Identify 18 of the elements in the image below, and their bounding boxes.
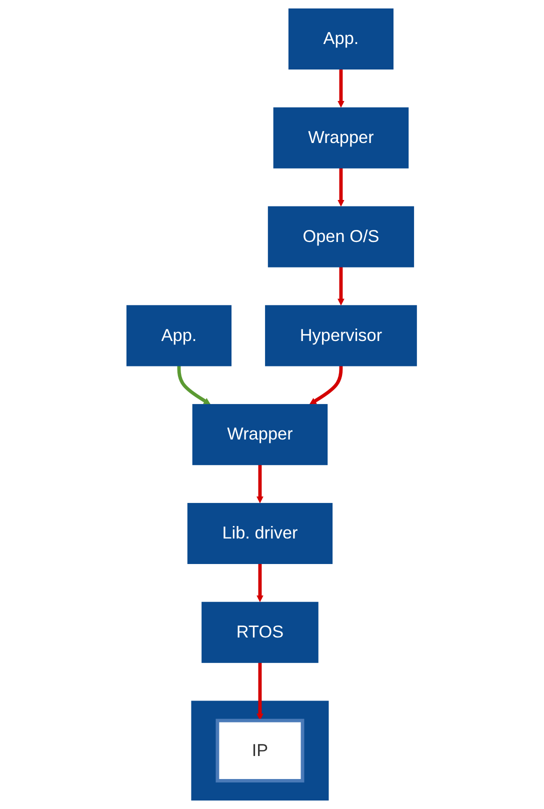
cluster (192, 700, 330, 801)
node-box: Open O/S (268, 206, 414, 268)
arrow (338, 168, 345, 207)
node-box: RTOS (202, 602, 319, 663)
node-box: App. (288, 8, 394, 70)
arrow (256, 662, 264, 721)
arrow (310, 366, 344, 404)
node-box: Hypervisor (265, 305, 418, 366)
arrow (338, 266, 345, 306)
node-box: IP (216, 718, 305, 782)
node-box: Lib. driver (188, 502, 333, 564)
arrow (338, 69, 345, 108)
arrow (256, 564, 264, 602)
arrow (256, 464, 264, 504)
node-box: App. (126, 305, 232, 366)
node-box: Wrapper (192, 404, 328, 466)
arrow (178, 366, 211, 404)
node-box: Wrapper (274, 107, 409, 168)
